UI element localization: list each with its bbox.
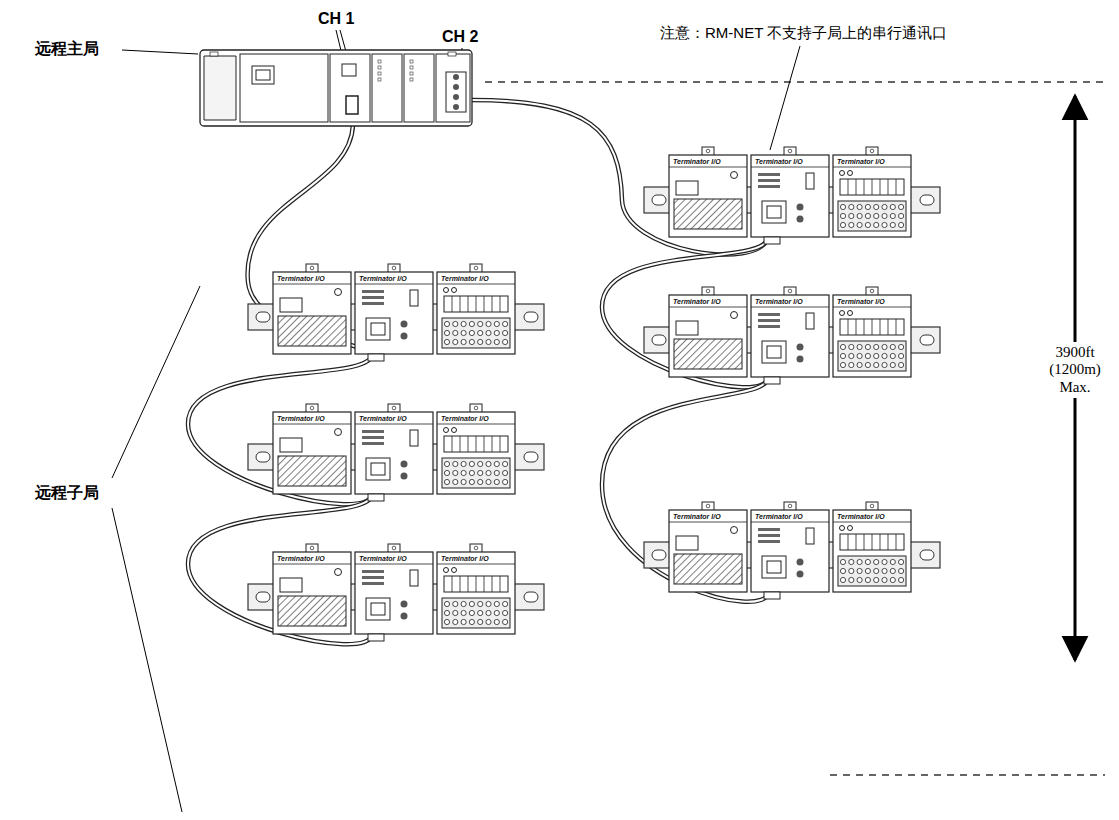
io-module (355, 404, 433, 501)
io-module (833, 502, 911, 592)
module-brand: Terminator I/O (359, 415, 407, 422)
cable (188, 354, 372, 504)
remote-slave (644, 287, 940, 384)
remote-slave (644, 147, 940, 244)
io-module (355, 264, 433, 361)
module-brand: Terminator I/O (755, 298, 803, 305)
group-label: 远程子局 (35, 484, 99, 502)
io-module (751, 502, 829, 599)
guide-line (830, 774, 1105, 775)
cable (602, 377, 768, 602)
module-brand: Terminator I/O (441, 555, 489, 562)
cable (188, 494, 372, 644)
leader-line (112, 286, 200, 478)
io-module (273, 544, 351, 634)
guide-line (485, 81, 1105, 82)
module-brand: Terminator I/O (837, 298, 885, 305)
module-brand: Terminator I/O (673, 298, 721, 305)
io-module (833, 287, 911, 377)
io-module (833, 147, 911, 237)
module-brand: Terminator I/O (441, 415, 489, 422)
module-brand: Terminator I/O (755, 158, 803, 165)
io-module (437, 404, 515, 494)
note-text: 注意：RM-NET 不支持子局上的串行通讯口 (660, 24, 947, 41)
group-label: 远程主局 (35, 40, 99, 58)
io-module (273, 404, 351, 494)
module-brand: Terminator I/O (755, 513, 803, 520)
io-module (437, 264, 515, 354)
master-plc (200, 50, 472, 126)
module-brand: Terminator I/O (359, 555, 407, 562)
io-module (437, 544, 515, 634)
remote-slave (644, 502, 940, 599)
cable (188, 354, 372, 504)
cable (602, 237, 768, 387)
module-brand: Terminator I/O (359, 275, 407, 282)
channel-label: CH 1 (318, 10, 354, 28)
leader-line (122, 50, 198, 54)
distance-label: 3900ft (1200m) Max. (1042, 342, 1108, 398)
io-module (273, 264, 351, 354)
remote-slave (248, 404, 544, 501)
io-module (751, 147, 829, 244)
module-brand: Terminator I/O (277, 555, 325, 562)
io-module (669, 147, 747, 237)
leader-line (112, 508, 182, 812)
module-brand: Terminator I/O (837, 158, 885, 165)
io-module (669, 502, 747, 592)
cable (602, 237, 768, 387)
leader-line (770, 46, 800, 150)
io-module (669, 287, 747, 377)
cable (188, 494, 372, 644)
remote-slave (248, 544, 544, 641)
module-brand: Terminator I/O (277, 275, 325, 282)
cable (602, 377, 768, 602)
cable (470, 100, 768, 255)
io-module (355, 544, 433, 641)
io-module (751, 287, 829, 384)
remote-slave (248, 264, 544, 361)
module-brand: Terminator I/O (837, 513, 885, 520)
module-brand: Terminator I/O (673, 513, 721, 520)
module-brand: Terminator I/O (277, 415, 325, 422)
module-brand: Terminator I/O (673, 158, 721, 165)
channel-label: CH 2 (442, 28, 478, 46)
cable (470, 100, 768, 255)
module-brand: Terminator I/O (441, 275, 489, 282)
